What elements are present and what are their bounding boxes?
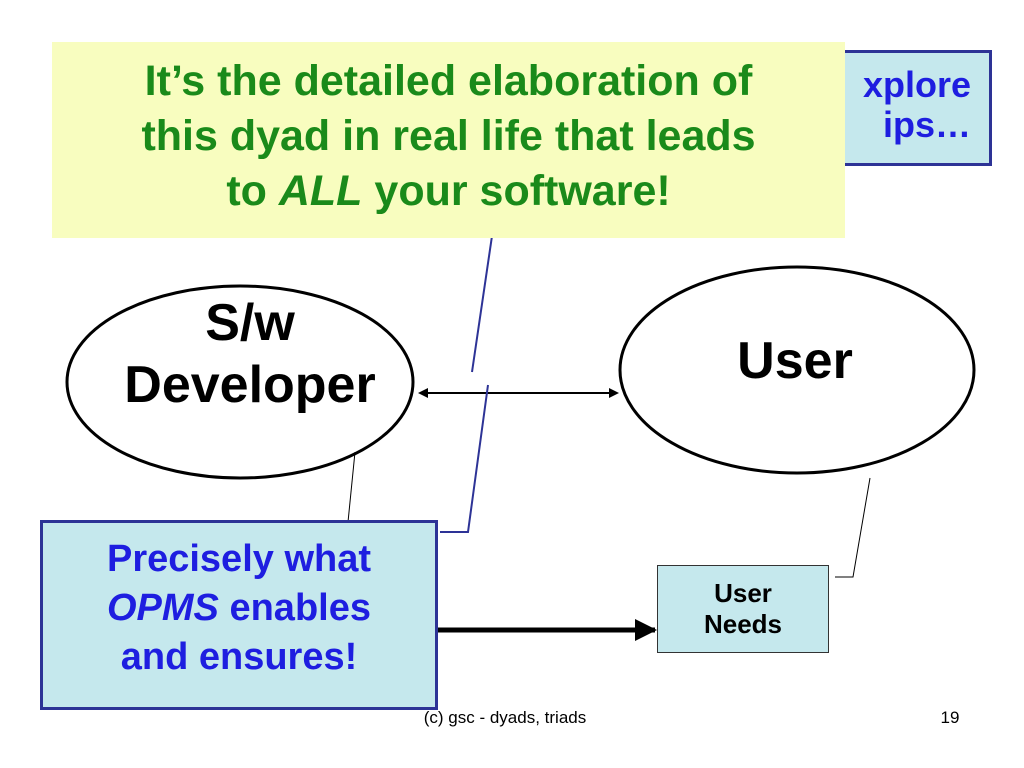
user-needs-line1: User	[714, 578, 772, 608]
user-label: User	[737, 332, 853, 390]
explore-callout-line2: ips…	[882, 104, 971, 145]
opms-callout-line3: and ensures!	[120, 636, 358, 678]
yellow-note: It’s the detailed elaboration of this dy…	[52, 42, 845, 238]
opms-callout-line1: Precisely what	[106, 538, 372, 580]
yellow-note-line3-pre: to	[226, 167, 279, 215]
yellow-callout-pointer	[471, 235, 493, 373]
opms-callout-pointer	[440, 384, 489, 533]
opms-callout-line2: OPMS enables	[43, 584, 435, 633]
user-ellipse	[618, 265, 976, 475]
page-number: 19	[940, 708, 960, 727]
developer-to-opms-leader	[347, 451, 356, 523]
yellow-note-line3: to ALL your software!	[52, 164, 845, 219]
yellow-note-line1: It’s the detailed elaboration of	[144, 57, 753, 105]
opms-term: OPMS	[107, 587, 219, 629]
slide-footer: (c) gsc - dyads, triads	[423, 708, 587, 727]
explore-callout: xplore ips…	[820, 50, 992, 166]
yellow-note-line3-post: your software!	[362, 167, 671, 215]
user-needs-box: User Needs	[657, 565, 829, 653]
developer-label-line2: Developer	[124, 356, 376, 414]
yellow-note-line2: this dyad in real life that leads	[141, 112, 756, 160]
developer-label-line1: S/w	[205, 294, 295, 352]
user-to-needs-leader	[835, 477, 871, 578]
opms-callout-line2-rest: enables	[218, 587, 371, 629]
yellow-note-emphasis: ALL	[278, 167, 363, 215]
explore-callout-line1: xplore	[862, 64, 971, 105]
developer-ellipse	[65, 284, 415, 480]
opms-callout: Precisely what OPMS enables and ensures!	[40, 520, 438, 710]
user-needs-line2: Needs	[703, 609, 783, 639]
developer-label: S/w Developer	[95, 292, 405, 416]
